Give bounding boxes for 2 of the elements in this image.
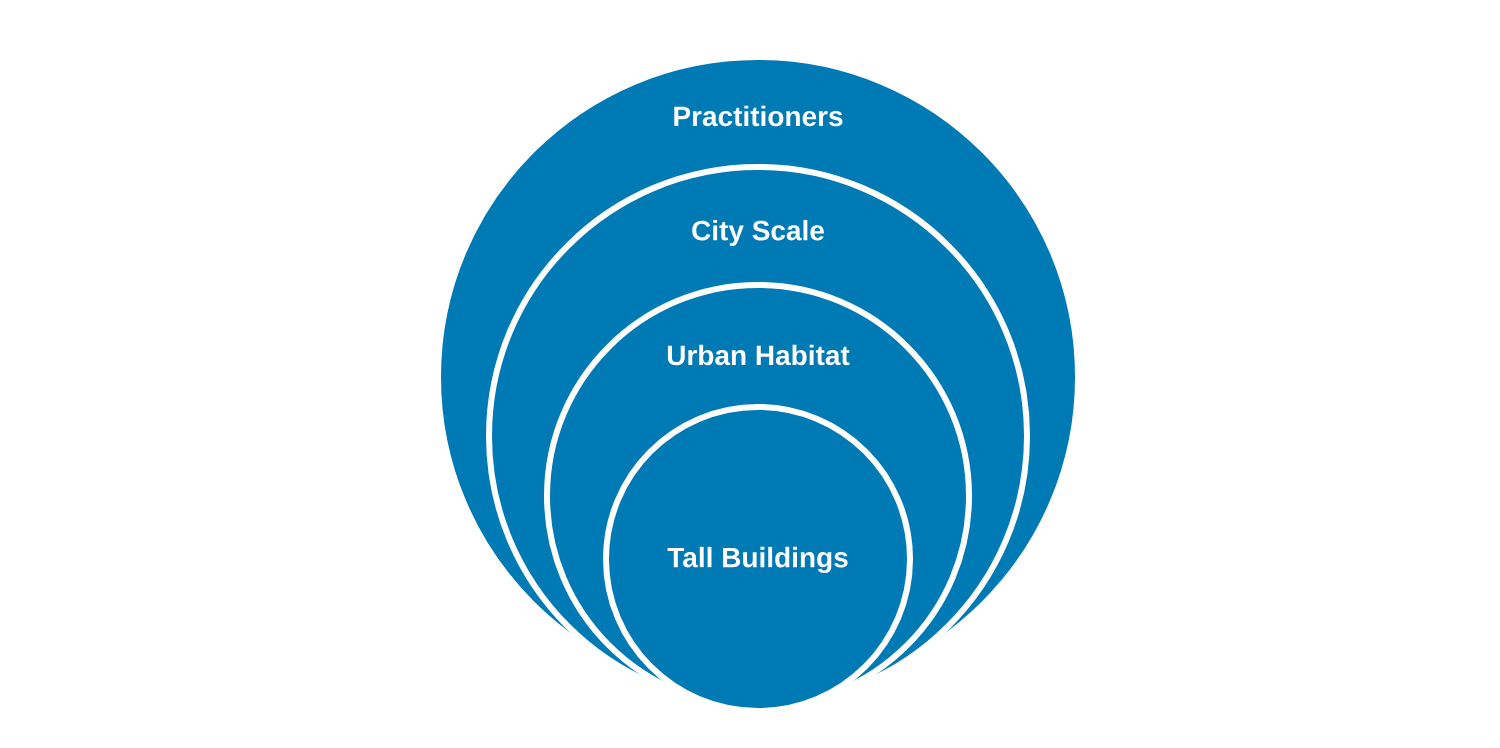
node-label: City Scale <box>692 219 824 247</box>
node-label: Tall Buildings <box>667 546 848 574</box>
